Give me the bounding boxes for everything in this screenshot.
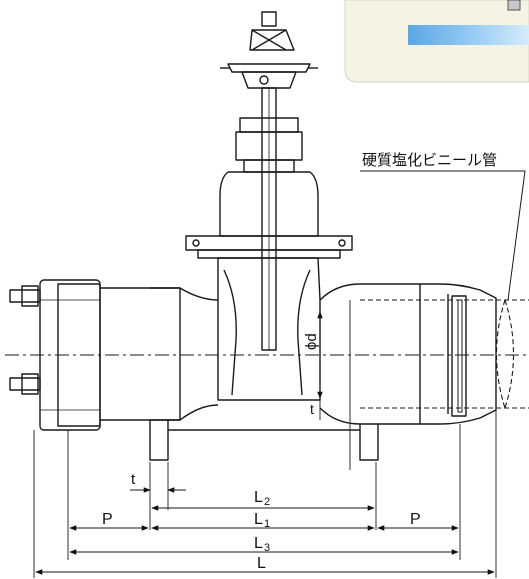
dim-phi-d: ϕd <box>303 333 320 350</box>
dim-p-left: P <box>102 511 113 528</box>
dim-l: L <box>257 555 266 572</box>
dim-t-center: t <box>310 401 314 417</box>
inset-panel <box>344 0 529 83</box>
inset-accent-bar <box>408 25 529 45</box>
svg-text:L: L <box>254 535 263 552</box>
svg-text:1: 1 <box>264 518 270 530</box>
dim-l3: L 3 <box>254 535 270 554</box>
dim-p-right: P <box>410 511 421 528</box>
svg-text:2: 2 <box>264 496 270 508</box>
svg-text:L: L <box>254 511 263 528</box>
pipe-material-label: 硬質塩化ビニール管 <box>362 151 497 169</box>
pvc-pipe-outline <box>360 299 529 409</box>
extension-lines <box>33 300 497 578</box>
svg-text:L: L <box>254 489 263 506</box>
dim-t-bottom: t <box>131 471 136 488</box>
inset-part-icon <box>507 0 521 11</box>
dim-l1: L 1 <box>254 511 270 530</box>
svg-text:3: 3 <box>264 542 270 554</box>
dimension-lines <box>35 170 526 575</box>
dim-l2: L 2 <box>254 489 270 508</box>
